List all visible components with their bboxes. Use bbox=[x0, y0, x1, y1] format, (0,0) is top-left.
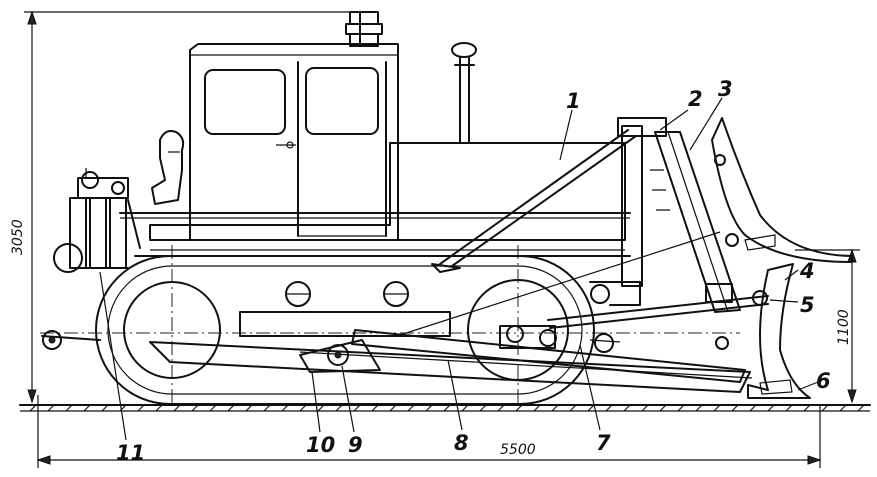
tractor-body bbox=[119, 142, 631, 257]
leader-lines bbox=[99, 97, 819, 441]
callout-9: 9 bbox=[348, 433, 363, 457]
callout-3: 3 bbox=[718, 77, 733, 101]
hydraulic-cylinder bbox=[650, 131, 741, 350]
ground-line bbox=[19, 404, 871, 412]
length-dimension bbox=[36, 395, 822, 468]
rear-drawbar bbox=[41, 330, 101, 350]
upper-strut bbox=[399, 129, 721, 336]
dimension-length-label: 5500 bbox=[500, 442, 536, 458]
dimension-blade-label: 1100 bbox=[836, 309, 852, 345]
cab bbox=[189, 43, 399, 241]
callout-11: 11 bbox=[116, 441, 145, 465]
dimension-height-label: 3050 bbox=[10, 219, 26, 255]
vertical-post bbox=[589, 117, 667, 306]
callout-4: 4 bbox=[799, 259, 815, 283]
callout-1: 1 bbox=[566, 89, 581, 113]
exhaust-pipe bbox=[345, 11, 383, 47]
callout-2: 2 bbox=[688, 87, 703, 111]
dozer-blade bbox=[711, 117, 853, 399]
push-arm bbox=[149, 339, 753, 393]
height-dimension bbox=[24, 10, 360, 404]
lift-cylinder bbox=[351, 325, 746, 383]
callout-7: 7 bbox=[596, 431, 611, 455]
callout-6: 6 bbox=[816, 369, 831, 393]
air-intake bbox=[451, 42, 477, 143]
callout-8: 8 bbox=[454, 431, 469, 455]
rear-winch bbox=[53, 168, 141, 273]
operator-seat bbox=[151, 130, 185, 205]
callout-10: 10 bbox=[306, 433, 335, 457]
callout-5: 5 bbox=[800, 293, 815, 317]
track-assembly bbox=[95, 255, 595, 405]
